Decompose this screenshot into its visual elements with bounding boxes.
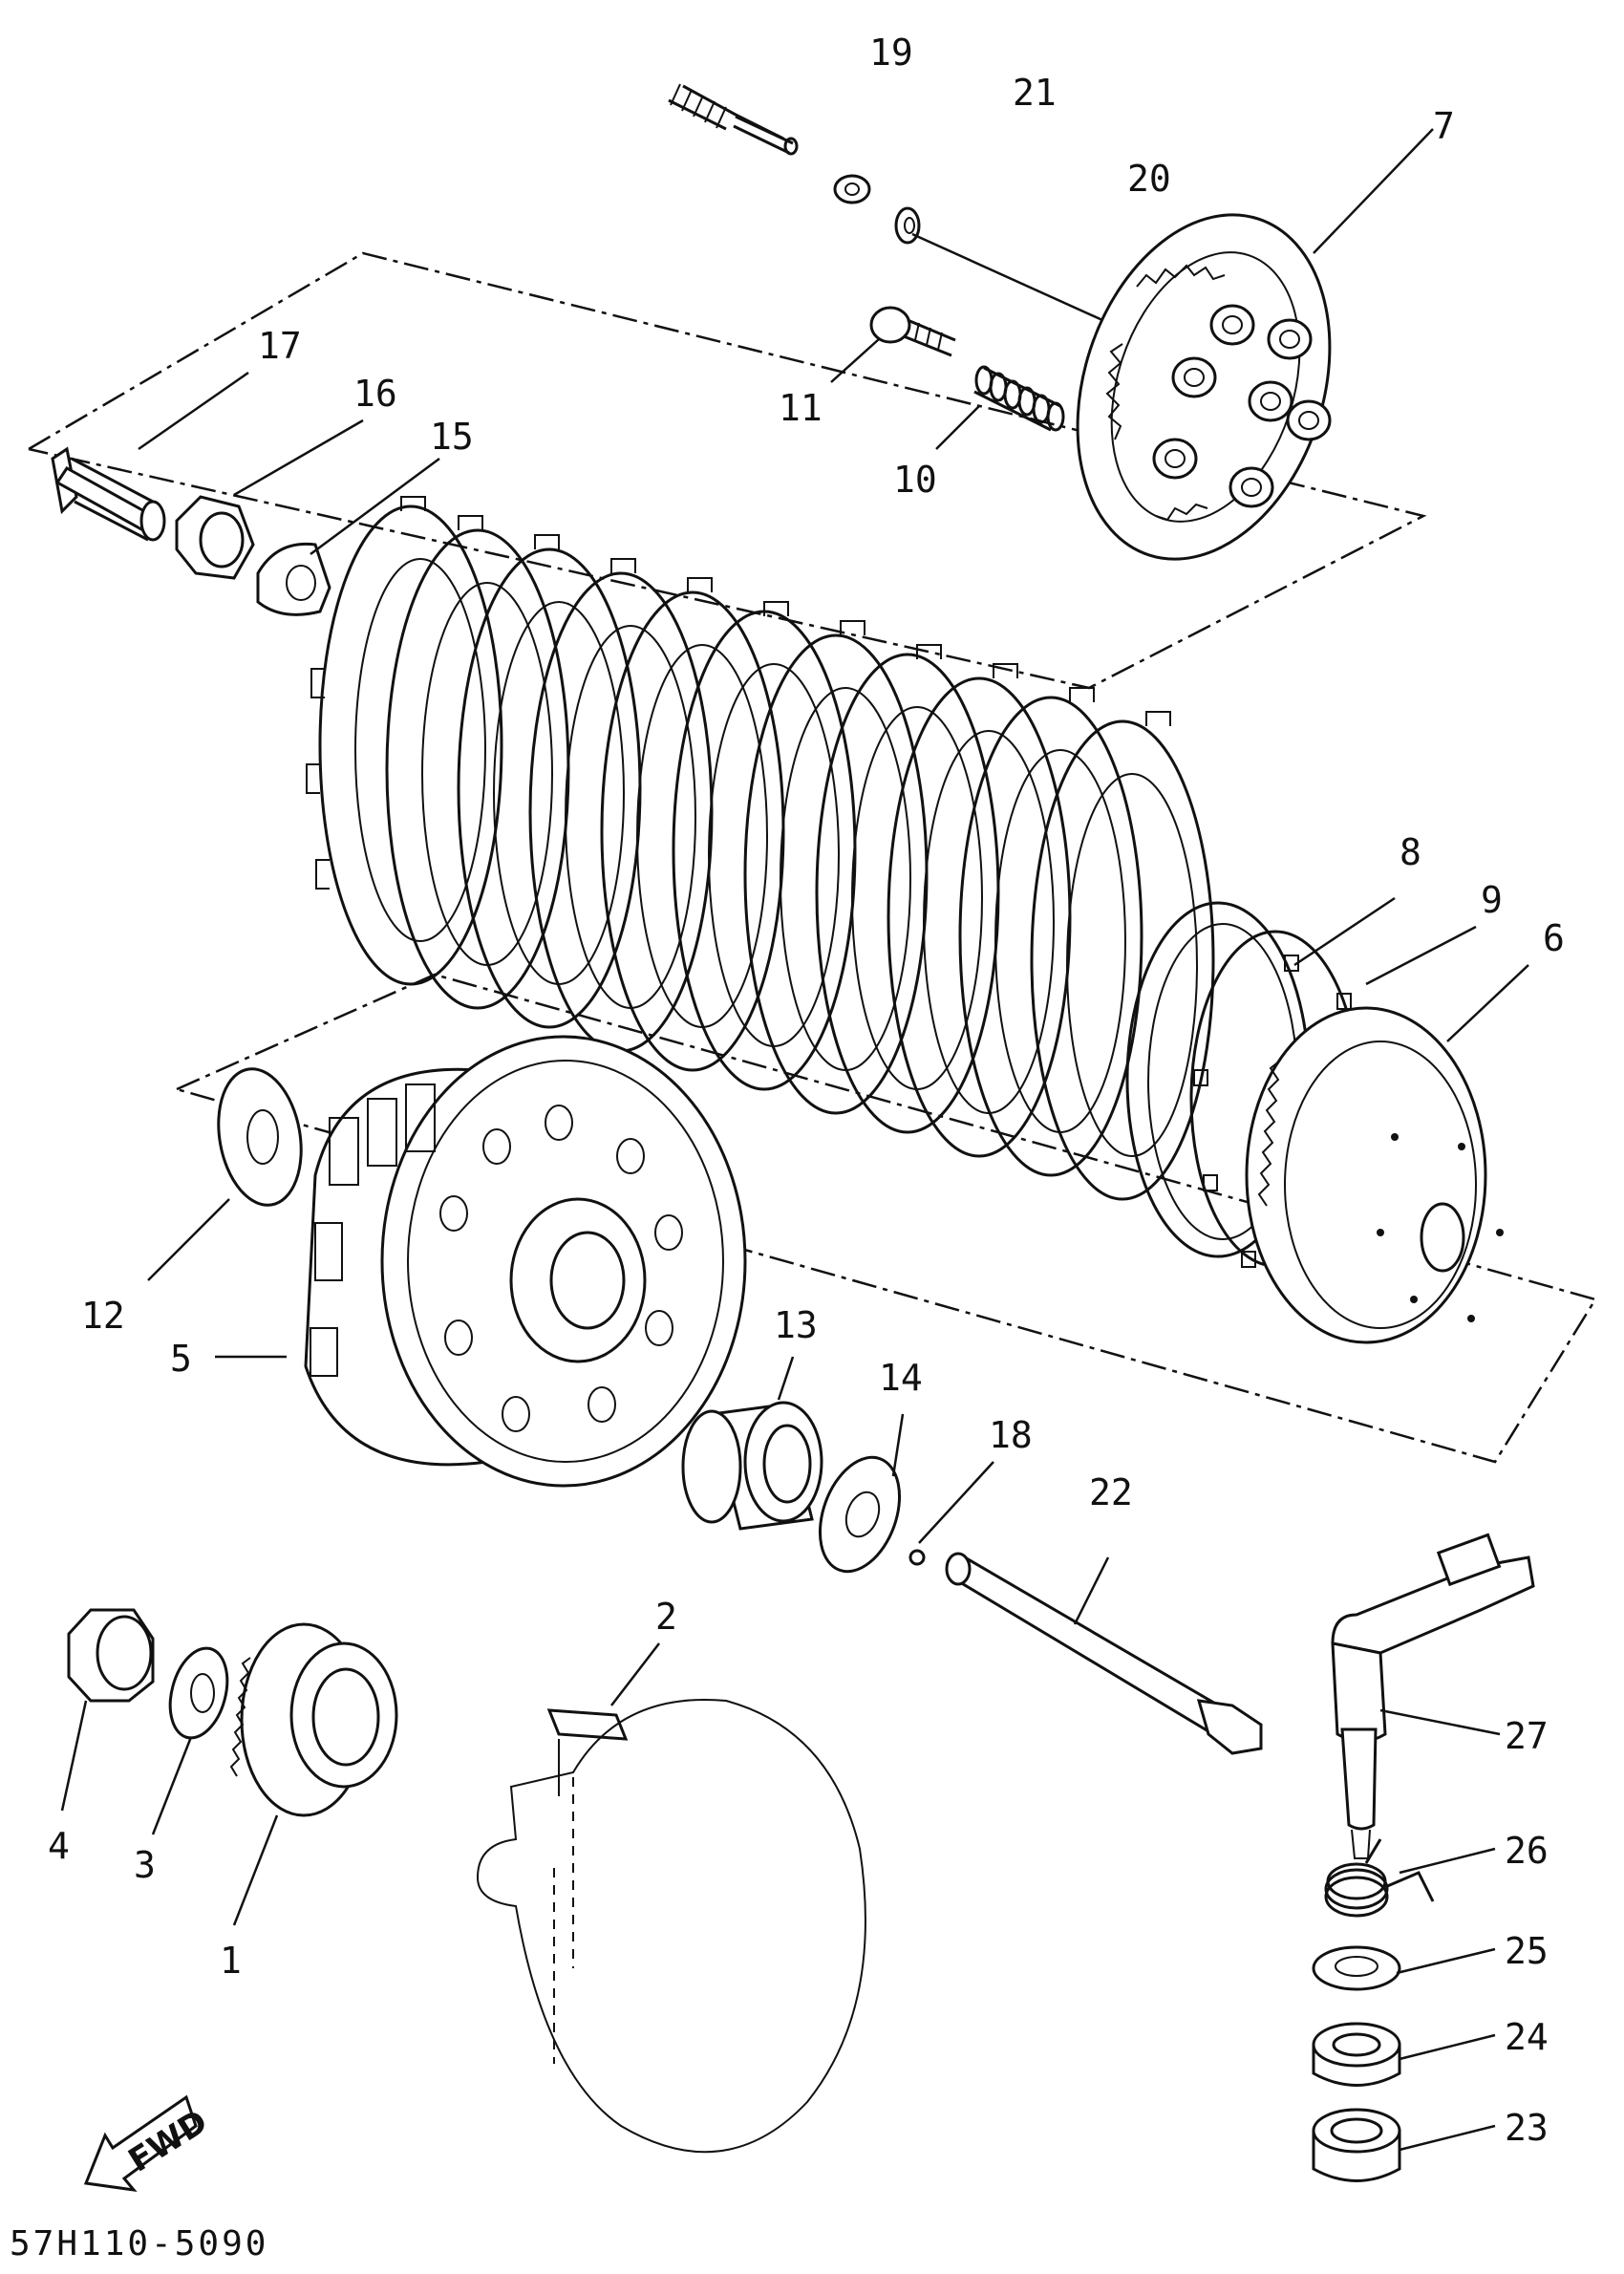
callout-2: 2 — [655, 1596, 677, 1638]
part-14-washer — [818, 1413, 905, 1574]
callout-labels: 19 21 20 7 17 16 15 11 10 8 9 6 12 5 13 … — [48, 32, 1565, 2149]
callout-27: 27 — [1505, 1715, 1549, 1757]
part-15-lock-washer — [256, 457, 440, 616]
part-4-nut — [60, 1608, 155, 1812]
part-16-nut — [175, 418, 364, 580]
crankcase-cover-outline — [476, 1699, 866, 2154]
part-5-clutch-housing — [215, 1035, 747, 1488]
clutch-plate-stack — [306, 496, 1215, 1201]
part-10-spring — [935, 365, 1065, 450]
part-12-thrust-washer — [147, 1067, 303, 1281]
forward-direction-arrow — [83, 2094, 198, 2193]
part-11-screw — [830, 306, 956, 383]
assembly-frames — [28, 251, 1597, 1464]
part-6-clutch-boss — [1245, 964, 1529, 1344]
callout-16: 16 — [353, 373, 397, 415]
callout-21: 21 — [1013, 72, 1057, 114]
callout-10: 10 — [893, 459, 937, 501]
part-20-washer — [894, 206, 1114, 327]
part-13-spacer — [681, 1356, 823, 1531]
part-25-washer — [1312, 1945, 1496, 1991]
callout-19: 19 — [869, 32, 913, 74]
part-26-spring — [1324, 1838, 1496, 1918]
callout-6: 6 — [1543, 917, 1565, 959]
callout-8: 8 — [1400, 831, 1421, 873]
callout-9: 9 — [1481, 879, 1503, 921]
part-27-push-lever-shaft — [1331, 1533, 1535, 1859]
part-19-adjuster-screw — [668, 83, 799, 156]
callout-7: 7 — [1433, 105, 1455, 147]
part-22-push-rod — [945, 1552, 1263, 1755]
callout-5: 5 — [170, 1338, 192, 1380]
callout-1: 1 — [220, 1940, 242, 1982]
callout-3: 3 — [134, 1844, 156, 1886]
drawing-code: 57H110-5090 — [10, 2224, 268, 2263]
part-24-oil-seal — [1312, 2022, 1496, 2087]
callout-15: 15 — [430, 416, 474, 458]
part-21-nut — [833, 174, 871, 204]
callout-17: 17 — [258, 325, 302, 367]
part-7-pressure-plate — [1076, 128, 1434, 561]
part-17-push-lever — [51, 371, 249, 542]
part-23-bearing — [1312, 2108, 1496, 2182]
callout-22: 22 — [1089, 1471, 1133, 1513]
callout-4: 4 — [48, 1825, 70, 1867]
callout-14: 14 — [879, 1357, 923, 1399]
part-18-ball — [908, 1461, 994, 1566]
callout-20: 20 — [1127, 158, 1171, 200]
callout-11: 11 — [779, 387, 823, 429]
part-1-primary-drive-gear — [229, 1622, 398, 1926]
callout-25: 25 — [1505, 1930, 1549, 1972]
callout-18: 18 — [989, 1414, 1033, 1456]
callout-24: 24 — [1505, 2016, 1549, 2058]
callout-13: 13 — [774, 1304, 818, 1346]
callout-23: 23 — [1505, 2107, 1549, 2149]
callout-26: 26 — [1505, 1830, 1549, 1872]
part-3-washer — [151, 1646, 229, 1835]
callout-12: 12 — [81, 1295, 125, 1337]
